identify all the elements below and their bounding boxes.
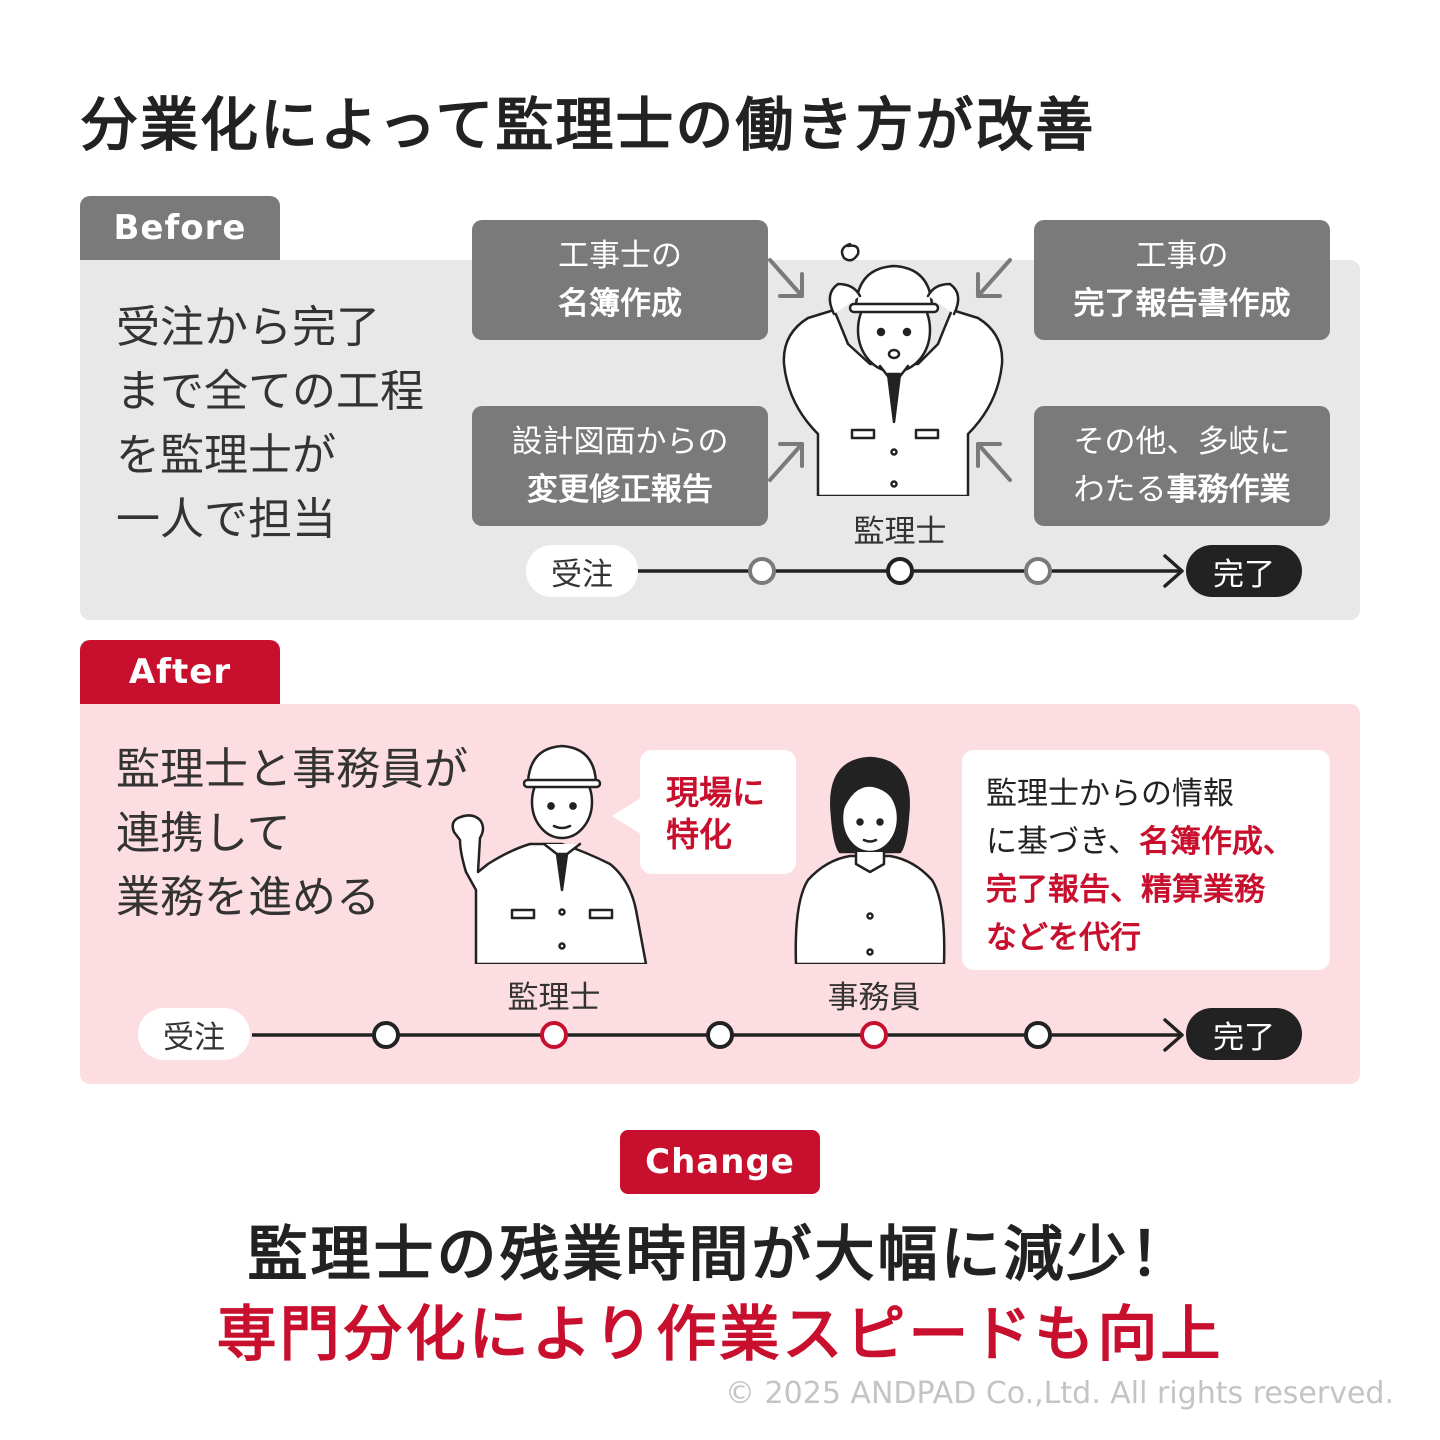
bubble-tail-icon xyxy=(612,796,644,836)
task-box-completion-report: 工事の 完了報告書作成 xyxy=(1034,220,1330,340)
timeline-node xyxy=(706,1021,734,1049)
timeline-node xyxy=(748,557,776,585)
bubble-line: 現場に xyxy=(666,773,765,812)
timeline-node xyxy=(372,1021,400,1049)
task-box-line: 設計図面からの xyxy=(511,424,729,460)
before-timeline-end: 完了 xyxy=(1186,545,1302,597)
timeline-node xyxy=(886,557,914,585)
inspector-fist-pump-icon xyxy=(451,744,648,964)
timeline-node xyxy=(1024,557,1052,585)
bubble-line-part: に基づき、 xyxy=(986,824,1139,860)
after-timeline-end: 完了 xyxy=(1186,1008,1302,1060)
task-box-line: 完了報告書作成 xyxy=(1073,286,1291,322)
after-clerk-label: 事務員 xyxy=(827,980,921,1016)
task-box-line-bold: 事務作業 xyxy=(1166,472,1291,508)
bubble-line-highlight: などを代行 xyxy=(986,920,1141,956)
bubble-line: 特化 xyxy=(666,815,732,854)
task-box-line: 工事の xyxy=(1135,238,1229,274)
before-lead-line: 一人で担当 xyxy=(116,494,336,545)
after-timeline xyxy=(252,1018,1184,1052)
after-lead-line: 連携して xyxy=(116,808,291,859)
before-timeline-start: 受注 xyxy=(526,545,638,597)
after-timeline-start: 受注 xyxy=(138,1008,250,1060)
after-lead-line: 監理士と事務員が xyxy=(116,744,468,795)
before-lead-text: 受注から完了 まで全ての工程 を監理士が 一人で担当 xyxy=(116,296,424,552)
after-lead-text: 監理士と事務員が 連携して 業務を進める xyxy=(116,738,468,930)
task-box-change-report: 設計図面からの 変更修正報告 xyxy=(472,406,768,526)
before-timeline xyxy=(630,554,1184,588)
task-box-line: 名簿作成 xyxy=(558,286,682,322)
before-lead-line: を監理士が xyxy=(116,430,336,481)
bubble-line-highlight: 完了報告、精算業務 xyxy=(986,872,1265,908)
before-tab: Before xyxy=(80,196,280,260)
task-box-line: その他、多岐に xyxy=(1073,424,1291,460)
before-inspector-label: 監理士 xyxy=(853,514,947,550)
task-box-roster: 工事士の 名簿作成 xyxy=(472,220,768,340)
timeline-node xyxy=(1024,1021,1052,1049)
inspector-speech-bubble: 現場に 特化 xyxy=(640,750,796,874)
page-title: 分業化によって監理士の働き方が改善 xyxy=(80,91,1096,159)
task-box-line-part: わたる xyxy=(1073,472,1167,508)
after-inspector-label: 監理士 xyxy=(507,980,601,1016)
bubble-line-highlight: 名簿作成、 xyxy=(1138,824,1294,860)
task-box-other-office-work: その他、多岐に わたる事務作業 xyxy=(1034,406,1330,526)
before-lead-line: 受注から完了 xyxy=(116,302,380,353)
timeline-node xyxy=(860,1021,888,1049)
office-clerk-icon xyxy=(794,756,946,964)
workload-arrows-icon xyxy=(768,258,1012,482)
copyright-text: © 2025 ANDPAD Co.,Ltd. All rights reserv… xyxy=(725,1376,1394,1411)
change-headline-2: 専門分化により作業スピードも向上 xyxy=(216,1300,1224,1370)
change-headline-1: 監理士の残業時間が大幅に減少！ xyxy=(247,1220,1193,1290)
after-tab: After xyxy=(80,640,280,704)
bubble-line: 監理士からの情報 xyxy=(986,776,1234,812)
task-box-line: 工事士の xyxy=(558,238,682,274)
timeline-node xyxy=(540,1021,568,1049)
before-lead-line: まで全ての工程 xyxy=(116,366,424,417)
clerk-speech-bubble: 監理士からの情報 に基づき、名簿作成、 完了報告、精算業務 などを代行 xyxy=(962,750,1330,970)
after-lead-line: 業務を進める xyxy=(116,872,380,923)
task-box-line: 変更修正報告 xyxy=(527,472,713,508)
change-tab: Change xyxy=(620,1130,820,1194)
confused-inspector-with-helmet-icon xyxy=(782,242,1004,496)
